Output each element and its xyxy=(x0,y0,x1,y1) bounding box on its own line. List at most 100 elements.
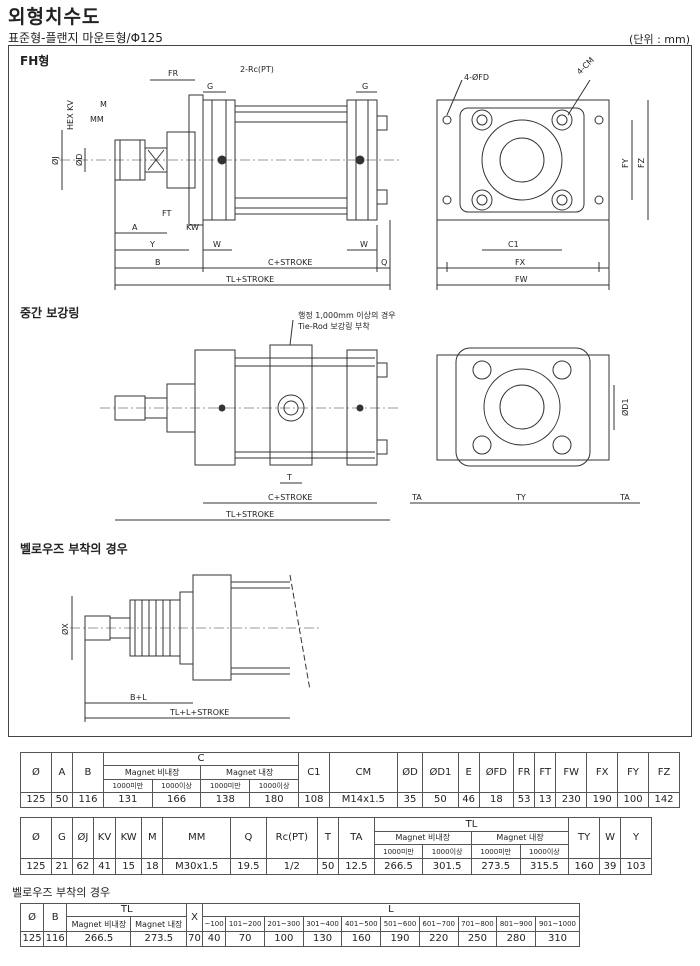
dimension-table-1: Ø A B C C1 CM ØD ØD1 E ØFD FR FT FW FX F… xyxy=(20,751,680,808)
t2-h-kw: KW xyxy=(115,816,143,860)
label-tl-stroke: TL+STROKE xyxy=(225,275,274,284)
t1-cell: M14x1.5 xyxy=(328,792,398,808)
t1-cell: 35 xyxy=(396,792,424,808)
t3-cell: 280 xyxy=(496,931,536,947)
t2-h-w: W xyxy=(598,816,622,860)
t3-h-l: L xyxy=(201,903,581,917)
label-mm: MM xyxy=(90,115,104,124)
bellows-labels: ØX B+L TL+L+STROKE xyxy=(60,623,229,717)
t2-cell: 15 xyxy=(115,858,143,875)
t1-h-non-magnet: Magnet 비내장 xyxy=(102,765,202,780)
t3-cell: 70 xyxy=(225,931,265,947)
t2-h-tl: TL xyxy=(373,817,570,832)
label-fr: FR xyxy=(168,69,179,78)
t1-cell: 230 xyxy=(555,792,588,808)
t1-h-fy: FY xyxy=(617,751,649,794)
t3-h-range: 701~800 xyxy=(457,915,498,933)
t3-h-range: 301~400 xyxy=(302,915,343,933)
t3-h-tl: TL xyxy=(66,903,188,917)
t2-cell: 39 xyxy=(598,858,622,875)
label-note-stroke: 행정 1,000mm 이상의 경우 xyxy=(298,310,396,320)
t2-h-ta: TA xyxy=(338,816,375,860)
label-g-right: G xyxy=(362,82,368,91)
t1-h-phi: Ø xyxy=(20,751,52,794)
t1-cell: 13 xyxy=(534,792,557,808)
label-d: ØD xyxy=(74,154,84,166)
dimension-table-2: Ø G ØJ KV KW M MM Q Rc(PT) T TA TL TY W … xyxy=(20,816,652,875)
label-mid-tl-stroke: TL+STROKE xyxy=(225,510,274,519)
t2-h-non-magnet: Magnet 비내장 xyxy=(373,830,472,846)
t3-h-range: 101~200 xyxy=(225,915,265,933)
label-ta-right: TA xyxy=(619,493,630,502)
t3-cell: 130 xyxy=(302,931,343,947)
section-fh-title: FH형 xyxy=(20,54,50,68)
t1-h-ge-2: 1000이상 xyxy=(249,778,299,794)
label-b-l: B+L xyxy=(130,693,147,702)
t1-h-d1: ØD1 xyxy=(422,751,459,794)
t2-cell: 125 xyxy=(20,858,52,875)
t3-cell: 310 xyxy=(535,931,580,947)
unit-label: (단위 : mm) xyxy=(629,33,690,46)
label-note-tierod: Tie-Rod 보강링 부착 xyxy=(297,321,370,331)
section-mid-ring-title: 중간 보강링 xyxy=(20,306,80,320)
t2-cell: M30x1.5 xyxy=(162,858,232,875)
t2-cell: 160 xyxy=(568,858,600,875)
t2-h-ge-1: 1000이상 xyxy=(422,844,472,860)
t2-cell: 1/2 xyxy=(265,858,318,875)
dimension-table-3: Ø B TL X L Magnet 비내장 Magnet 내장 ~100 101… xyxy=(19,902,581,947)
fh-side-labels: FR 2-Rc(PT) G G M MM HEX KV ØJ ØD FT A K… xyxy=(50,65,387,284)
t2-h-magnet: Magnet 내장 xyxy=(470,830,570,846)
t3-cell: 125 xyxy=(19,931,45,947)
t1-h-fw: FW xyxy=(555,751,588,794)
t1-cell: 46 xyxy=(457,792,480,808)
t1-cell: 100 xyxy=(617,792,649,808)
t1-cell: 18 xyxy=(478,792,515,808)
page-subtitle: 표준형-플랜지 마운트형/Φ125 xyxy=(8,31,163,45)
t2-cell: 21 xyxy=(50,858,73,875)
t3-cell: 190 xyxy=(380,931,420,947)
t1-h-magnet: Magnet 내장 xyxy=(200,765,299,780)
t1-h-e: E xyxy=(457,751,480,794)
t3-h-range: 801~900 xyxy=(496,915,536,933)
t2-h-y: Y xyxy=(620,816,652,860)
t1-cell: 142 xyxy=(648,792,680,808)
t1-h-b: B xyxy=(72,751,104,794)
t2-h-rc: Rc(PT) xyxy=(265,816,318,860)
label-fd: 4-ØFD xyxy=(464,72,489,82)
label-hex-kv: HEX KV xyxy=(66,100,75,130)
t1-h-fr: FR xyxy=(513,751,536,794)
t1-cell: 131 xyxy=(102,792,153,808)
t1-h-fz: FZ xyxy=(648,751,680,794)
t3-h-range: 901~1000 xyxy=(535,915,580,933)
t2-h-t: T xyxy=(316,816,340,860)
label-rc: 2-Rc(PT) xyxy=(240,65,274,74)
label-j: ØJ xyxy=(50,156,60,165)
label-cm: 4-CM xyxy=(575,56,596,77)
label-mid-c-stroke: C+STROKE xyxy=(268,493,312,502)
label-fw: FW xyxy=(515,275,528,284)
t3-h-x: X xyxy=(186,902,203,933)
mid-ring-front-labels: ØD1 TA TY TA xyxy=(411,398,630,502)
t1-cell: 125 xyxy=(20,792,52,808)
t2-cell: 50 xyxy=(316,858,340,875)
label-w-left: W xyxy=(213,240,221,249)
table-row: 125 116 266.5 273.5 70 40 70 100 130 160… xyxy=(19,931,580,947)
label-c-stroke: C+STROKE xyxy=(268,258,312,267)
t3-cell: 250 xyxy=(457,931,498,947)
label-c1: C1 xyxy=(508,240,519,249)
drawing-frame xyxy=(8,45,692,737)
t1-cell: 108 xyxy=(297,792,330,808)
t1-cell: 166 xyxy=(151,792,202,808)
t3-h-phi: Ø xyxy=(19,902,45,933)
t1-h-fx: FX xyxy=(586,751,619,794)
label-tl-l-stroke: TL+L+STROKE xyxy=(169,708,229,717)
t1-cell: 138 xyxy=(200,792,251,808)
t3-cell: 160 xyxy=(341,931,382,947)
bellows-view xyxy=(70,574,320,722)
t1-cell: 50 xyxy=(50,792,74,808)
t3-h-b: B xyxy=(43,902,68,933)
t3-h-non-magnet: Magnet 비내장 xyxy=(66,915,132,933)
t3-cell: 40 xyxy=(201,931,227,947)
t1-cell: 50 xyxy=(422,792,459,808)
t1-h-fd: ØFD xyxy=(478,751,515,794)
